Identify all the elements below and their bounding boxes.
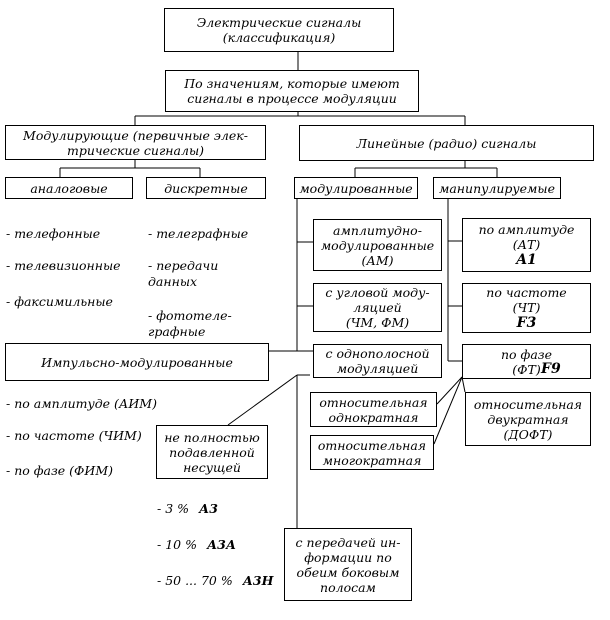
list-item: - телевизионные: [6, 258, 121, 273]
frequency-keying-box: по частоте (ЧТ) F3: [462, 283, 591, 333]
list-item: - телефонные: [6, 226, 101, 241]
list-item: - 50 ... 70 % А3Н: [157, 572, 273, 590]
discrete-list: - телеграфные - передачи данных - фототе…: [148, 210, 248, 356]
list-item: - факсимильные: [6, 294, 113, 309]
angle-modulation-box: с угловой моду- ляцией (ЧМ, ФМ): [313, 283, 442, 332]
modulated-box: модулированные: [294, 177, 418, 199]
ssb-box: с однополосной модуляцией: [313, 344, 442, 378]
emission-code: A1: [516, 251, 537, 268]
manipulated-box: манипулируемые: [433, 177, 561, 199]
by-values-box: По значениям, которые имеют сигналы в пр…: [165, 70, 419, 112]
list-item: - по амплитуде (АИМ): [6, 396, 157, 411]
list-item: - фототеле- графные: [148, 308, 232, 339]
pulse-list: - по амплитуде (АИМ) - по частоте (ЧИМ) …: [6, 380, 157, 495]
list-item: - 10 % А3А: [157, 536, 273, 554]
item-text: - 3 %: [157, 501, 190, 516]
emission-code: F9: [541, 361, 561, 377]
list-item: - передачи данных: [148, 258, 219, 289]
emission-code: А3Н: [242, 573, 274, 588]
discrete-box: дискретные: [146, 177, 266, 199]
relative-double-box: относительная двукратная (ДОФТ): [465, 392, 591, 446]
carrier-level-list: - 3 % А3 - 10 % А3А - 50 ... 70 % А3Н: [157, 482, 273, 608]
box-label: по частоте (ЧТ): [486, 284, 567, 315]
list-item: - по частоте (ЧИМ): [6, 428, 142, 443]
partial-carrier-box: не полностью подавленной несущей: [156, 425, 268, 479]
emission-code: F3: [516, 314, 537, 331]
modulating-box: Модулирующие (первичные элек- трические …: [5, 125, 266, 160]
linear-box: Линейные (радио) сигналы: [299, 125, 594, 161]
emission-code: А3: [199, 501, 218, 516]
both-sidebands-box: с передачей ин- формации по обеим боковы…: [284, 528, 412, 601]
list-item: - 3 % А3: [157, 500, 273, 518]
analog-list: - телефонные - телевизионные - факсимиль…: [6, 210, 121, 326]
item-text: - 50 ... 70 %: [157, 573, 233, 588]
pulse-modulated-box: Импульсно-модулированные: [5, 343, 269, 381]
relative-single-box: относительная однократная: [310, 392, 437, 427]
box-label: по амплитуде (АТ): [478, 221, 575, 252]
item-text: - 10 %: [157, 537, 197, 552]
phase-keying-box: по фазе (ФТ) F9: [462, 344, 591, 379]
amplitude-keying-box: по амплитуде (АТ) A1: [462, 218, 591, 272]
list-item: - телеграфные: [148, 226, 249, 241]
relative-multiple-box: относительная многократная: [310, 435, 434, 470]
list-item: - по фазе (ФИМ): [6, 463, 114, 478]
box-label: по фазе (ФТ): [500, 346, 552, 377]
am-box: амплитудно- модулированные (АМ): [313, 219, 442, 271]
emission-code: А3А: [206, 537, 237, 552]
analog-box: аналоговые: [5, 177, 133, 199]
root-box: Электрические сигналы (классификация): [164, 8, 394, 52]
